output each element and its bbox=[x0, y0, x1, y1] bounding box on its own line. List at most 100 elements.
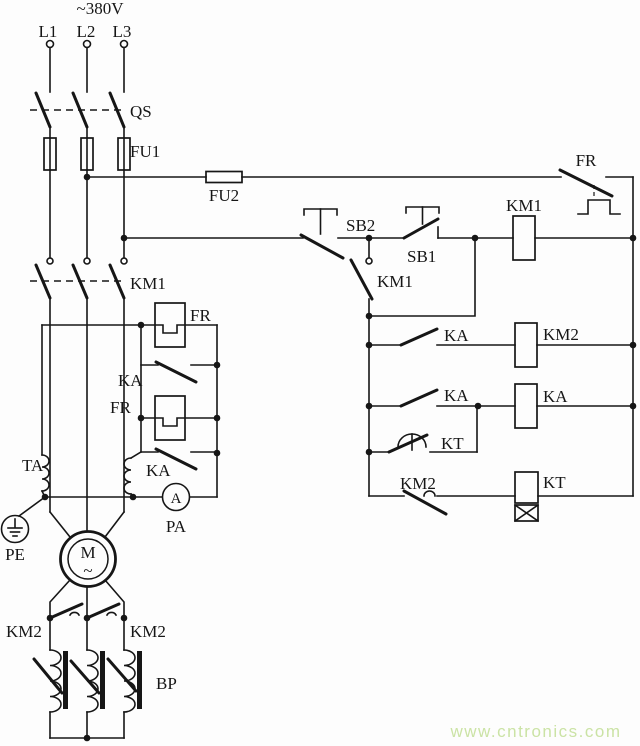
phase-l3-label: L3 bbox=[113, 22, 132, 41]
fuse-fu1 bbox=[43, 137, 131, 171]
junction-dot bbox=[137, 414, 145, 422]
sb2-label: SB2 bbox=[346, 216, 375, 235]
km2-nc-kt-coil-row bbox=[368, 471, 634, 523]
pa-label: PA bbox=[166, 517, 187, 536]
wire-segment bbox=[387, 433, 429, 454]
current-transformer-ta-2 bbox=[123, 450, 143, 499]
km1-aux-contact bbox=[349, 237, 374, 317]
symbol-box bbox=[63, 651, 68, 709]
contactor-km1-main-contacts bbox=[30, 257, 128, 300]
wire-segment bbox=[558, 168, 614, 198]
symbol-box bbox=[512, 215, 536, 261]
symbol-box bbox=[514, 383, 538, 429]
wire-segment bbox=[103, 578, 125, 616]
diagram-shape bbox=[119, 39, 129, 49]
ka-contact1-label: KA bbox=[444, 326, 469, 345]
wire-segment bbox=[154, 360, 198, 384]
stop-button-sb2 bbox=[299, 208, 370, 260]
watermark-text: www.cntronics.com bbox=[450, 722, 622, 741]
junction-dot bbox=[129, 493, 137, 501]
rotor-leads bbox=[49, 578, 125, 616]
ka-contact-km2-coil-row bbox=[368, 322, 634, 368]
wire-segment bbox=[106, 657, 138, 693]
km1-aux-label: KM1 bbox=[377, 272, 413, 291]
bp-label: BP bbox=[156, 674, 177, 693]
fr1-label: FR bbox=[190, 306, 211, 325]
aux-loop-wire bbox=[368, 237, 476, 317]
ka-contact-ka-coil-row bbox=[368, 383, 634, 429]
phase-l1-label: L1 bbox=[39, 22, 58, 41]
diagram-shape bbox=[46, 257, 54, 265]
junction-dot bbox=[213, 449, 221, 457]
wire-segment bbox=[105, 611, 118, 617]
diagram-shape bbox=[45, 39, 55, 49]
km1-coil-label: KM1 bbox=[506, 196, 542, 215]
symbol-box bbox=[205, 170, 243, 184]
km1-coil bbox=[512, 215, 634, 261]
km2-left-label: KM2 bbox=[6, 622, 42, 641]
fr-thermal-nc-contact bbox=[558, 168, 634, 215]
wire-segment bbox=[41, 454, 50, 492]
symbol-box bbox=[514, 504, 539, 522]
junction-dot bbox=[41, 493, 49, 501]
wire-segment bbox=[399, 388, 439, 408]
pe-label: PE bbox=[5, 545, 25, 564]
wire-segment bbox=[402, 489, 448, 516]
motor-m bbox=[48, 510, 126, 588]
diagram-shape bbox=[67, 538, 109, 580]
fr1-heater-box bbox=[154, 302, 186, 348]
wire-segment bbox=[399, 327, 439, 347]
ammeter-letter: A bbox=[171, 491, 182, 507]
wire-segment bbox=[349, 258, 374, 301]
wire-segment bbox=[123, 649, 136, 713]
wire-segment bbox=[85, 602, 121, 620]
symbol-box bbox=[514, 322, 538, 368]
start-button-sb1 bbox=[368, 206, 514, 240]
motor-wave-symbol: ~ bbox=[83, 561, 92, 580]
wire-segment bbox=[48, 602, 84, 620]
wire-segment bbox=[68, 611, 81, 617]
frequency-rheostat-bp bbox=[32, 649, 142, 742]
fr2-label: FR bbox=[110, 398, 131, 417]
wire-segment bbox=[17, 495, 47, 518]
fr-trip-symbol bbox=[577, 199, 621, 215]
diagram-shape bbox=[83, 257, 91, 265]
motor-letter: M bbox=[80, 543, 95, 562]
kt-contact-label: KT bbox=[441, 434, 464, 453]
symbol-box bbox=[137, 651, 142, 709]
fr-contact-label: FR bbox=[576, 151, 597, 170]
supply-terminals bbox=[45, 39, 129, 93]
wire-segment bbox=[48, 510, 72, 539]
fuse-fu2 bbox=[86, 170, 562, 184]
ka-coil-label: KA bbox=[543, 387, 568, 406]
ka-bypass-contact-2 bbox=[140, 447, 218, 471]
wire-segment bbox=[103, 510, 126, 539]
ammeter-pa bbox=[161, 482, 218, 512]
symbol-box bbox=[514, 471, 539, 504]
ka-contact2-label: KA bbox=[444, 386, 469, 405]
wire-segment bbox=[299, 233, 345, 260]
km2-coil-label: KM2 bbox=[543, 325, 579, 344]
wire-segment bbox=[49, 649, 62, 713]
disconnect-switch-qs bbox=[30, 91, 126, 139]
wire-segment bbox=[402, 217, 440, 240]
fr2-heater-box bbox=[154, 395, 186, 441]
diagram-shape bbox=[0, 514, 30, 544]
kt-coil-label: KT bbox=[543, 473, 566, 492]
wire-segment bbox=[154, 447, 198, 471]
fu2-label: FU2 bbox=[209, 186, 239, 205]
wire-segment bbox=[32, 657, 64, 695]
sb1-label: SB1 bbox=[407, 247, 436, 266]
ka-bypass-contact-1 bbox=[140, 360, 218, 384]
fu1-label: FU1 bbox=[130, 142, 160, 161]
phase-l2-label: L2 bbox=[77, 22, 96, 41]
diagram-shape bbox=[82, 39, 92, 49]
junction-dot bbox=[213, 414, 221, 422]
fr1-heater-wire bbox=[41, 324, 218, 334]
km2-right-label: KM2 bbox=[130, 622, 166, 641]
pe-ground bbox=[0, 495, 47, 544]
wire-segment bbox=[129, 450, 143, 460]
wire-segment bbox=[69, 659, 101, 695]
